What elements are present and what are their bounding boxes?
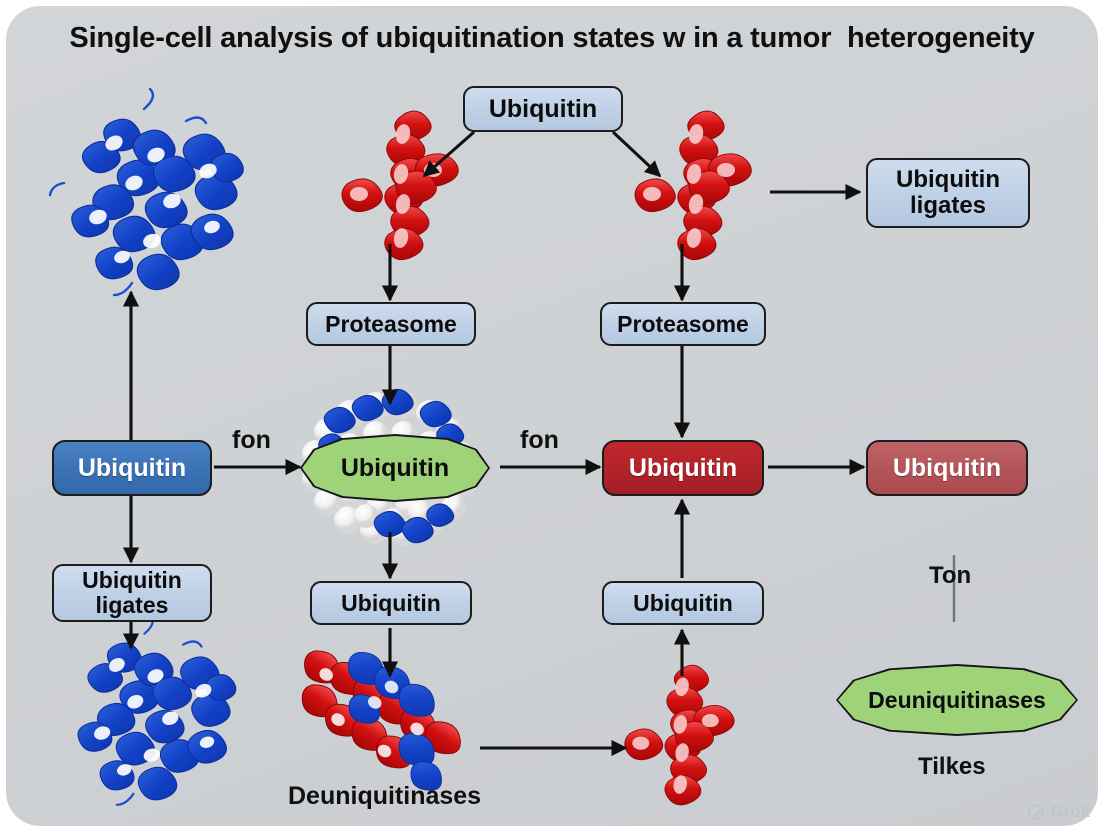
edge-label-fon-right: fon bbox=[520, 426, 559, 454]
edge-label-fon-left: fon bbox=[232, 426, 271, 454]
node-ubiquitin-ligates-right[interactable]: Ubiquitin ligates bbox=[866, 158, 1030, 228]
label-ton: Ton bbox=[929, 562, 972, 589]
legend-green-label: Deuniquitinases bbox=[868, 686, 1046, 713]
label-deuniquitinases-caption: Deuniquitinases bbox=[288, 782, 482, 810]
node-ubiquitin-left[interactable]: Ubiquitin bbox=[52, 440, 212, 496]
node-ubiquitin-top[interactable]: Ubiquitin bbox=[463, 86, 623, 132]
node-ubiquitin-red-muted[interactable]: Ubiquitin bbox=[866, 440, 1028, 496]
grok-watermark: Grok bbox=[1028, 802, 1090, 822]
node-ubiquitin-bottom-mid[interactable]: Ubiquitin bbox=[310, 581, 472, 625]
grok-watermark-label: Grok bbox=[1050, 802, 1090, 821]
page-title: Single-cell analysis of ubiquitination s… bbox=[69, 22, 1035, 54]
label-tilkes: Tilkes bbox=[918, 753, 986, 780]
grok-logo-icon bbox=[1028, 804, 1045, 820]
node-ubiquitin-center-green[interactable]: Ubiquitin bbox=[300, 434, 490, 502]
green-node-label: Ubiquitin bbox=[340, 453, 450, 482]
green-node-fill bbox=[302, 436, 488, 500]
legend-green-fill bbox=[838, 666, 1076, 734]
node-proteasome-mid[interactable]: Proteasome bbox=[306, 302, 476, 346]
node-ubiquitin-red[interactable]: Ubiquitin bbox=[602, 440, 764, 496]
node-ubiquitin-bottom-right[interactable]: Ubiquitin bbox=[602, 581, 764, 625]
node-proteasome-right[interactable]: Proteasome bbox=[600, 302, 766, 346]
legend-deuniquitinases[interactable]: Deuniquitinases bbox=[836, 664, 1078, 736]
node-ubiquitin-ligates-left[interactable]: Ubiquitin ligates bbox=[52, 564, 212, 622]
